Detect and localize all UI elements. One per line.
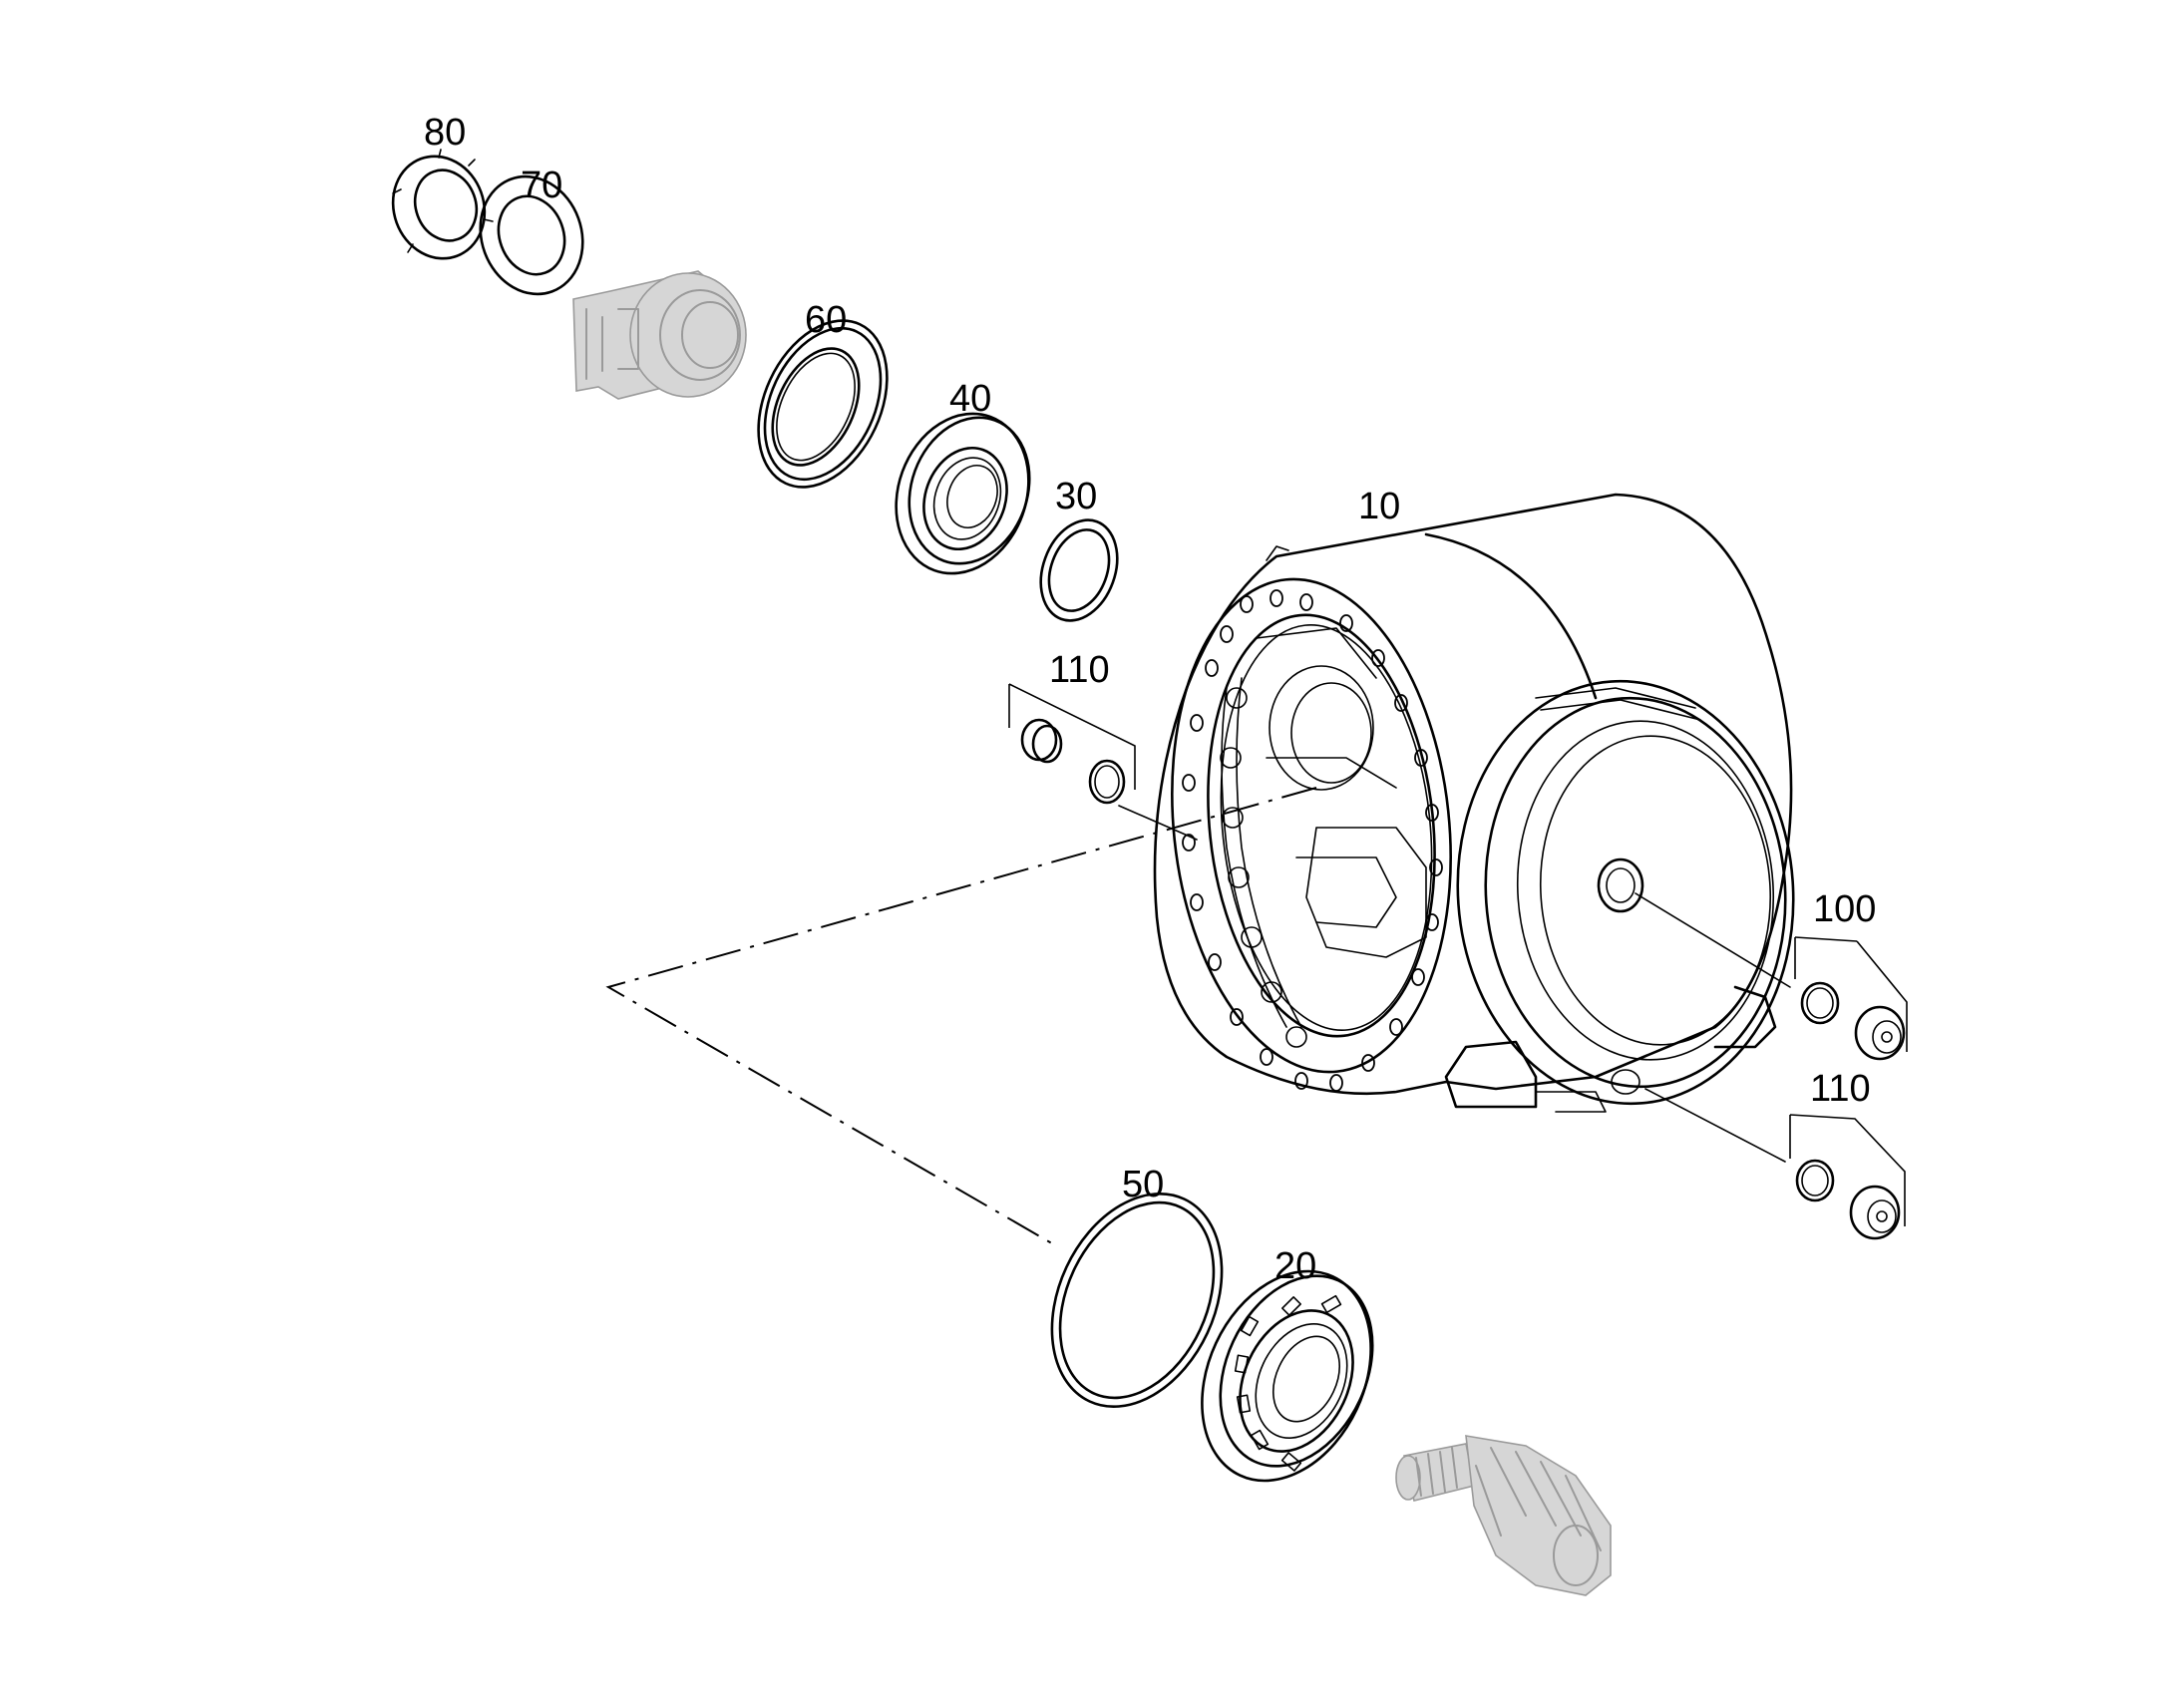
part-30-ring xyxy=(1039,518,1119,622)
label-30: 30 xyxy=(1055,476,1097,517)
assembly-centerline xyxy=(605,787,1317,1247)
part-40-bearing xyxy=(895,412,1031,575)
part-20-roller-bearing xyxy=(1201,1269,1374,1483)
interior-rollers xyxy=(1220,687,1307,1048)
part-60-shaft-seal xyxy=(757,319,889,489)
label-40: 40 xyxy=(949,378,991,420)
part-10-housing xyxy=(1153,493,1795,1113)
label-60: 60 xyxy=(805,299,847,341)
label-100: 100 xyxy=(1813,888,1876,930)
flange-bolt-holes xyxy=(1182,589,1443,1092)
part-70-washer xyxy=(479,174,584,296)
label-50: 50 xyxy=(1122,1164,1164,1205)
label-10: 10 xyxy=(1358,486,1400,527)
roller-elements xyxy=(1234,1294,1342,1472)
part-110-bottom-group xyxy=(1644,1088,1906,1240)
label-110-bottom: 110 xyxy=(1810,1068,1871,1110)
label-80: 80 xyxy=(424,112,466,154)
ghost-pinion-gear xyxy=(1395,1435,1612,1596)
part-80-slotted-nut xyxy=(391,149,494,260)
part-110-top-group xyxy=(1008,683,1198,841)
part-100-group xyxy=(1635,892,1908,1061)
part-50-o-ring xyxy=(1050,1192,1224,1409)
label-70: 70 xyxy=(521,165,562,206)
label-20: 20 xyxy=(1274,1245,1316,1287)
ghost-flange xyxy=(572,270,747,400)
label-110-top: 110 xyxy=(1049,649,1110,691)
part-labels: 80 70 60 40 30 10 110 100 110 50 20 xyxy=(424,112,1876,1287)
